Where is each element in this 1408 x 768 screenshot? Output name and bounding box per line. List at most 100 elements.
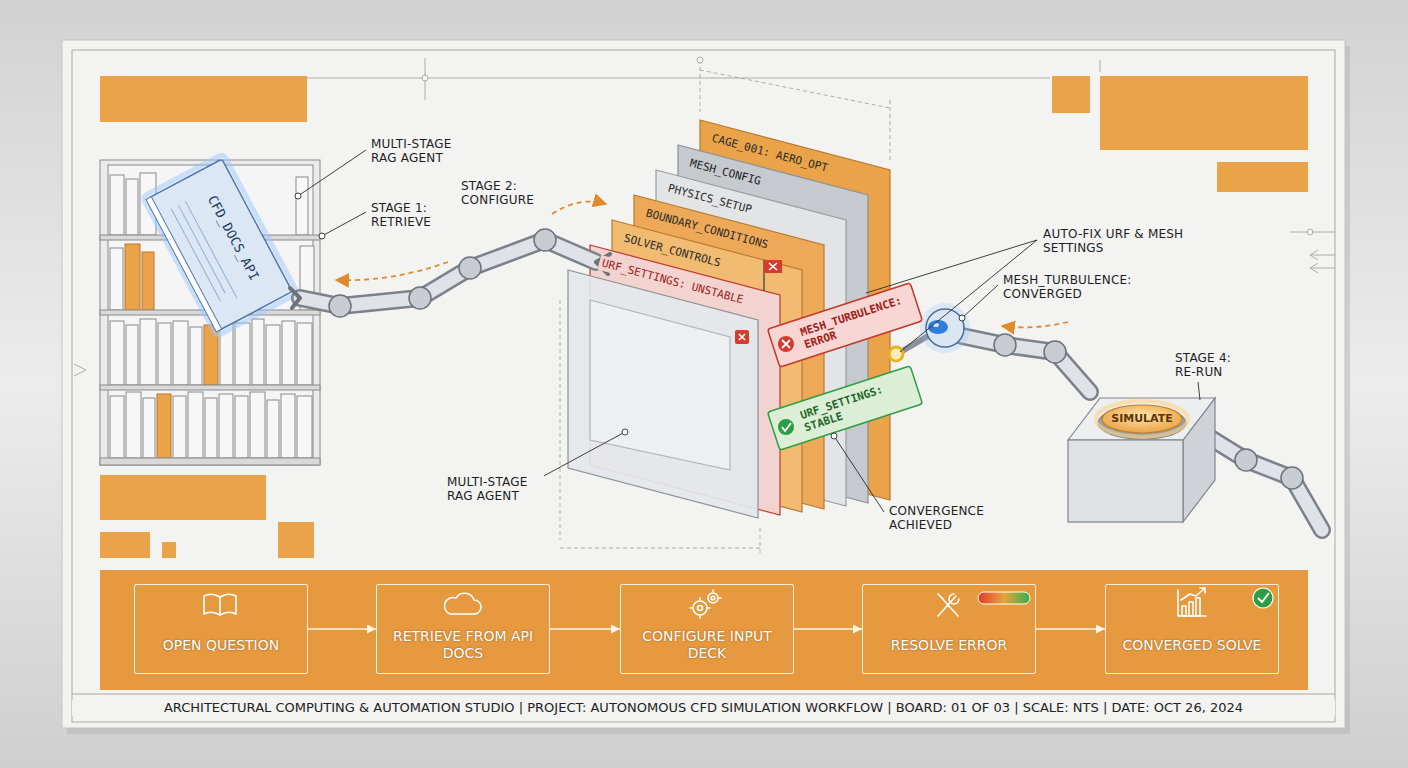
dashed-flow-arrow <box>336 262 448 280</box>
bookshelf <box>266 325 280 385</box>
error-flag <box>739 334 745 340</box>
construction-lines <box>560 300 561 540</box>
label-holder: PHYSICS_SETUP <box>663 177 757 218</box>
robot-arm <box>290 240 1322 530</box>
robot-head <box>933 323 939 327</box>
label-holder: ARCHITECTURAL COMPUTING & AUTOMATION STU… <box>72 700 1335 716</box>
simulate-machine <box>1068 440 1183 522</box>
step-label: CONVERGED SOLVE <box>1114 637 1270 654</box>
robot-arm <box>962 336 1090 392</box>
flow-arrow <box>550 628 620 630</box>
callout-label: MULTI-STAGE RAG AGENT <box>444 474 544 505</box>
label-holder: CFD_DOCS_API <box>199 185 267 291</box>
robot-arm <box>1204 434 1322 530</box>
bookshelf <box>100 458 320 465</box>
stage-label: STAGE 4: RE-RUN <box>1172 350 1257 381</box>
folder-stack <box>568 270 758 518</box>
robot-head <box>920 303 970 353</box>
label-holder: STAGE 1: RETRIEVE <box>368 200 463 231</box>
bookshelf <box>110 321 124 385</box>
background <box>72 50 1335 722</box>
label-holder: SOLVER_CONTROLS <box>619 227 725 271</box>
leader-line <box>959 315 965 321</box>
status-tag-shape <box>767 283 922 450</box>
label-holder: MULTI-STAGE RAG AGENT <box>444 474 544 505</box>
label-holder: BOUNDARY_CONDITIONS <box>641 202 773 253</box>
robot-arm <box>290 254 1204 434</box>
simulate-machine <box>1068 398 1215 522</box>
held-book <box>148 159 293 331</box>
callout-label: AUTO-FIX URF & MESH SETTINGS <box>1040 226 1190 257</box>
bookshelf <box>297 396 312 458</box>
process-step-box: RESOLVE ERROR <box>862 584 1036 674</box>
step-icon <box>938 594 959 616</box>
label-holder: URF_SETTINGS: STABLE <box>795 374 914 436</box>
construction-lines <box>74 364 86 376</box>
callout-label: MULTI-STAGE RAG AGENT <box>368 136 473 167</box>
construction-lines <box>700 60 701 112</box>
step-icon <box>693 601 707 615</box>
construction-lines <box>890 100 891 162</box>
flow-arrow <box>794 628 862 630</box>
robot-joint <box>534 229 556 251</box>
status-tag-shape <box>778 419 794 435</box>
robot-joint <box>1235 449 1257 471</box>
folder-tab-label: PHYSICS_SETUP <box>663 180 756 218</box>
folder-tab-label: SOLVER_CONTROLS <box>619 230 725 271</box>
construction-lines <box>422 75 428 81</box>
process-band <box>100 570 1308 690</box>
leader-line <box>322 212 366 236</box>
step-icon <box>698 606 703 611</box>
label-holder: CAGE_001: AERO_OPT <box>707 127 833 176</box>
label-holder: MESH_TURBULENCE: ERROR <box>795 291 914 353</box>
leader-line <box>622 429 628 435</box>
bookshelf <box>235 323 250 385</box>
step-icon <box>1196 598 1200 616</box>
status-tag-shape <box>782 423 791 431</box>
leader-line <box>900 240 1037 352</box>
bookshelf <box>100 385 320 390</box>
button-label: SIMULATE <box>1105 411 1179 427</box>
robot-arm <box>962 336 1090 392</box>
label-holder: MESH_TURBULENCE: CONVERGED <box>1000 272 1150 303</box>
bookshelf <box>173 396 186 458</box>
folder-tab-label: CAGE_001: AERO_OPT <box>707 130 832 176</box>
label-holder: AUTO-FIX URF & MESH SETTINGS <box>1040 226 1190 257</box>
bookshelf <box>140 319 156 385</box>
held-book <box>178 205 225 293</box>
robot-joint <box>1281 467 1303 489</box>
label-holder: MESH_CONFIG <box>685 152 766 190</box>
robot-joint <box>1044 341 1066 363</box>
label-holder: URF_SETTINGS: UNSTABLE <box>597 252 748 308</box>
process-step-box: CONVERGED SOLVE <box>1105 584 1279 674</box>
step-icon <box>444 593 481 614</box>
construction-lines <box>760 528 761 556</box>
background <box>72 694 1335 695</box>
bookshelf <box>126 392 141 458</box>
leader-line <box>831 433 837 439</box>
orange-block <box>278 522 314 558</box>
robot-joint <box>409 287 431 309</box>
connector-group <box>308 629 1105 630</box>
held-book <box>142 154 297 337</box>
dashed-flow-arrow <box>1002 322 1068 327</box>
status-tag-shape <box>782 340 790 348</box>
construction-lines <box>1310 268 1335 269</box>
bookshelf <box>157 394 171 458</box>
step-icon <box>204 588 1206 618</box>
bookshelf <box>143 398 155 458</box>
bookshelf <box>100 160 320 465</box>
error-flag <box>769 263 777 270</box>
step-icon <box>690 590 721 618</box>
folder-tab-label: BOUNDARY_CONDITIONS <box>641 205 772 253</box>
bookshelf <box>252 319 264 385</box>
error-flag <box>764 260 782 273</box>
construction-lines <box>1307 229 1313 235</box>
status-tag-shape <box>778 336 794 352</box>
construction-lines <box>1310 263 1318 273</box>
bookshelf <box>281 394 295 458</box>
folder-tab-label: MESH_CONFIG <box>685 155 765 190</box>
